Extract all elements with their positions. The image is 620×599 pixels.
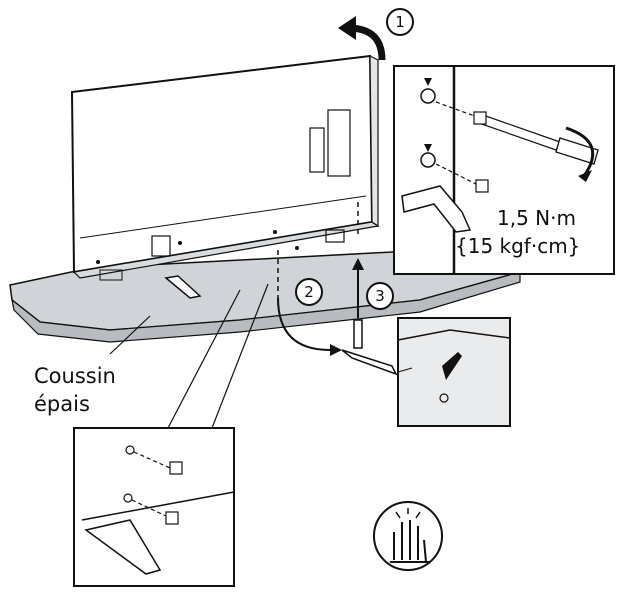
cushion [9, 249, 521, 343]
zoom-line-left [167, 289, 241, 429]
zoom-line-right [211, 283, 269, 429]
left-stand [164, 275, 202, 299]
cushion-pointer [109, 315, 151, 355]
step-3-marker: 3 [366, 282, 394, 310]
screw-detail-inset [393, 65, 615, 275]
screw-icon [473, 111, 599, 182]
curved-arrow-icon [338, 16, 386, 61]
step3-arrow [352, 202, 364, 318]
step2-arrow [277, 250, 342, 356]
step-2-marker: 2 [295, 278, 323, 306]
cushion-label-line1: Coussin [34, 364, 116, 388]
stand-base-inset [397, 317, 511, 427]
torque-alt-value: {15 kgf·cm} [455, 234, 581, 258]
torque-value: 1,5 N·m [497, 206, 576, 230]
step-1-marker: 1 [386, 8, 414, 36]
cushion-label-line2: épais [34, 392, 90, 416]
bracket-screw-inset [73, 427, 235, 587]
hand-caution-icon [373, 501, 443, 571]
tv-back [70, 54, 380, 281]
stand-foot [341, 319, 398, 376]
